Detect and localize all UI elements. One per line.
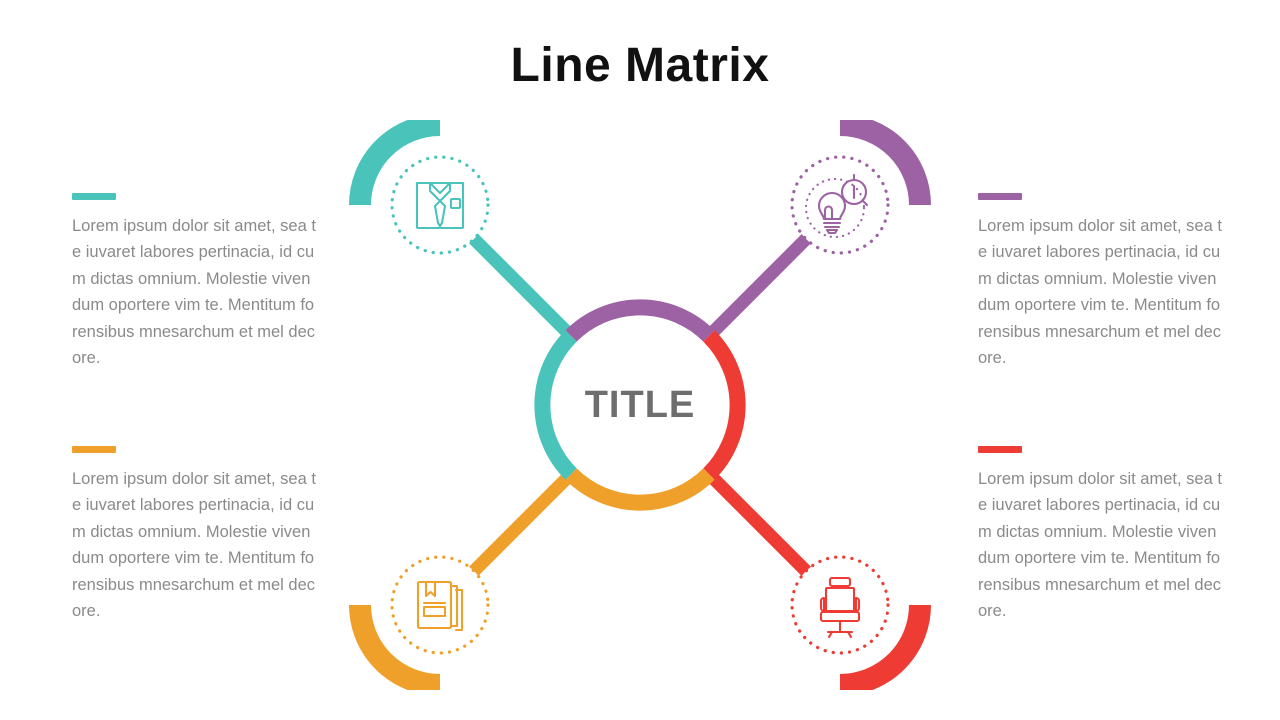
outer-arc-top-right [839, 120, 931, 206]
shirt-tie-icon [415, 181, 465, 230]
connector-lines [457, 222, 823, 588]
center-title: TITLE [585, 384, 696, 426]
line-matrix-diagram: TITLE [340, 120, 940, 690]
accent-bar-bottom-left [72, 446, 116, 453]
text-block-bottom-left: Lorem ipsum dolor sit amet, sea te iuvar… [72, 446, 317, 624]
accent-bar-bottom-right [978, 446, 1022, 453]
office-chair-icon [819, 576, 861, 639]
text-block-bottom-right: Lorem ipsum dolor sit amet, sea te iuvar… [978, 446, 1223, 624]
text-block-top-right: Lorem ipsum dolor sit amet, sea te iuvar… [978, 193, 1223, 371]
page-title: Line Matrix [510, 39, 770, 92]
notebook-bookmark-icon [416, 580, 464, 632]
ring-segment-right [703, 330, 746, 480]
dotted-circle-inner-top-right [804, 177, 866, 239]
outer-arc-bottom-left [349, 604, 441, 690]
dotted-circle-bottom-right [790, 555, 890, 655]
text-block-body: Lorem ipsum dolor sit amet, sea te iuvar… [978, 217, 1222, 367]
lightbulb-idea-icon [817, 173, 869, 235]
ring-segment-bottom [565, 468, 715, 511]
center-ring [534, 299, 746, 511]
outer-arc-top-left [349, 120, 441, 206]
dotted-circle-bottom-left [390, 555, 490, 655]
connector-line-top-left [457, 222, 571, 336]
accent-bar-top-left [72, 193, 116, 200]
text-block-top-left: Lorem ipsum dolor sit amet, sea te iuvar… [72, 193, 317, 371]
icon-hub-bottom-right[interactable] [790, 555, 890, 655]
text-block-body: Lorem ipsum dolor sit amet, sea te iuvar… [72, 217, 316, 367]
connector-line-bottom-right [709, 474, 823, 588]
ring-segment-left [534, 330, 577, 480]
connector-line-top-right [709, 222, 823, 336]
icon-hub-top-right[interactable] [790, 155, 890, 255]
connector-line-bottom-left [457, 474, 571, 588]
text-block-body: Lorem ipsum dolor sit amet, sea te iuvar… [72, 470, 316, 620]
icon-hub-bottom-left[interactable] [390, 555, 490, 655]
accent-bar-top-right [978, 193, 1022, 200]
dotted-circle-top-right [790, 155, 890, 255]
center-disc [551, 316, 729, 494]
text-block-body: Lorem ipsum dolor sit amet, sea te iuvar… [978, 470, 1222, 620]
outer-arcs [349, 120, 931, 690]
outer-arc-bottom-right [839, 604, 931, 690]
ring-segment-top [565, 299, 715, 342]
dotted-circle-top-left [390, 155, 490, 255]
icon-hub-top-left[interactable] [390, 155, 490, 255]
